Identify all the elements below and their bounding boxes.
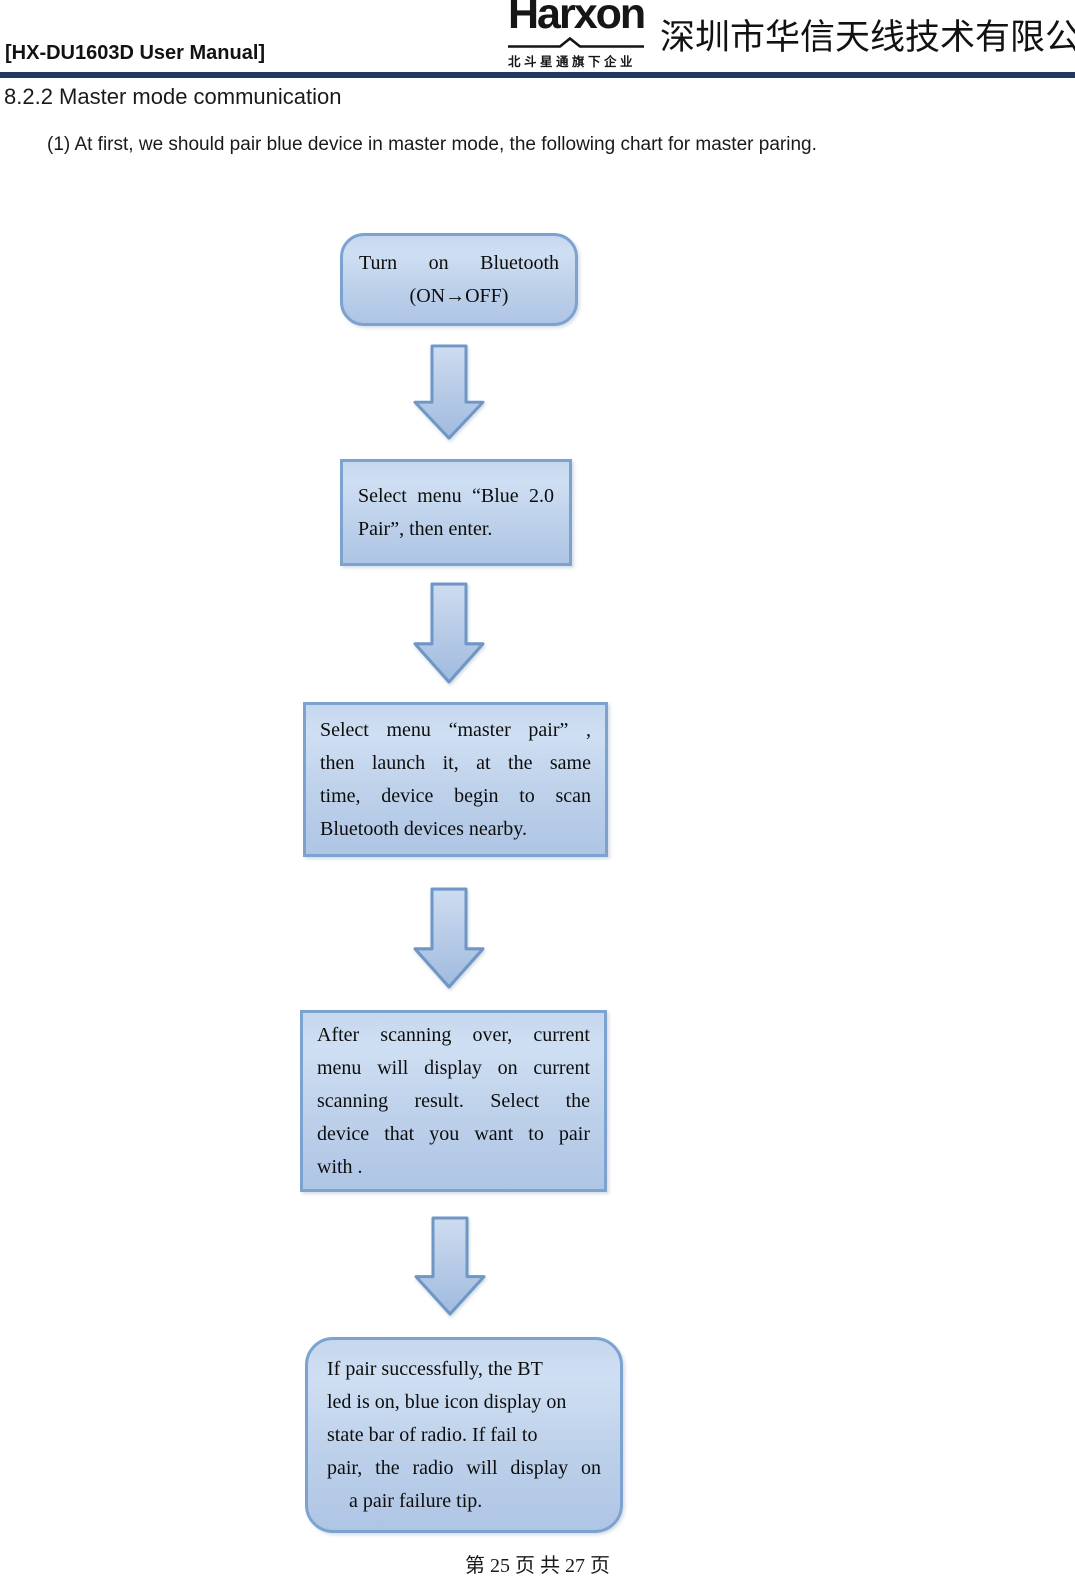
- logo-tagline: 北斗星通旗下企业: [508, 55, 637, 69]
- box-text-line: with .: [317, 1155, 363, 1178]
- down-arrow-icon: [413, 344, 485, 440]
- box-text-line: then launch it, at the same: [320, 751, 591, 774]
- box-text-line: Pair”, then enter.: [358, 517, 493, 540]
- box-text-line: After scanning over, current: [317, 1023, 590, 1046]
- box-text-line: led is on, blue icon display on: [327, 1390, 567, 1413]
- harxon-logo-text: Harxon: [508, 0, 646, 38]
- box-text-line: scanning result. Select the: [317, 1089, 590, 1112]
- flow-box-pair-result: If pair successfully, the BT led is on, …: [305, 1337, 623, 1533]
- header-divider: [0, 72, 1075, 78]
- box-text-line: Select menu “master pair” ,: [320, 718, 591, 741]
- harxon-logo: Harxon 北斗星通旗下企业: [508, 0, 658, 70]
- box-text-line: If pair successfully, the BT: [327, 1357, 543, 1380]
- box-text-line: pair, the radio will display on: [327, 1456, 601, 1479]
- box-text-line: Bluetooth devices nearby.: [320, 817, 527, 840]
- section-heading: 8.2.2 Master mode communication: [4, 84, 342, 109]
- document-title: [HX-DU1603D User Manual]: [5, 42, 266, 64]
- box-text-line: a pair failure tip.: [349, 1489, 483, 1512]
- down-arrow-icon: [413, 887, 485, 989]
- flow-box-master-pair-scan: Select menu “master pair” , then launch …: [303, 702, 608, 857]
- company-name: 深圳市华信天线技术有限公司: [660, 18, 1075, 57]
- box-text-line: device that you want to pair: [317, 1122, 590, 1145]
- box-text-line: menu will display on current: [317, 1056, 590, 1079]
- flow-box-turn-on-bluetooth: Turn on Bluetooth (ON→OFF): [340, 233, 578, 326]
- box-text-line: Turn on Bluetooth: [359, 251, 559, 274]
- antenna-peak-underline-icon: [508, 37, 644, 48]
- box-text-line: state bar of radio. If fail to: [327, 1423, 538, 1446]
- box-text-line: (ON→OFF): [409, 284, 509, 307]
- page-number-footer: 第 25 页 共 27 页: [465, 1555, 610, 1577]
- flow-box-scan-result-select: After scanning over, current menu will d…: [300, 1010, 607, 1192]
- down-arrow-icon: [413, 582, 485, 684]
- down-arrow-icon: [414, 1216, 486, 1316]
- flow-box-select-blue-pair: Select menu “Blue 2.0 Pair”, then enter.: [340, 459, 572, 566]
- box-text-line: time, device begin to scan: [320, 784, 591, 807]
- intro-paragraph: (1) At first, we should pair blue device…: [47, 134, 817, 155]
- box-text-line: Select menu “Blue 2.0: [358, 484, 554, 507]
